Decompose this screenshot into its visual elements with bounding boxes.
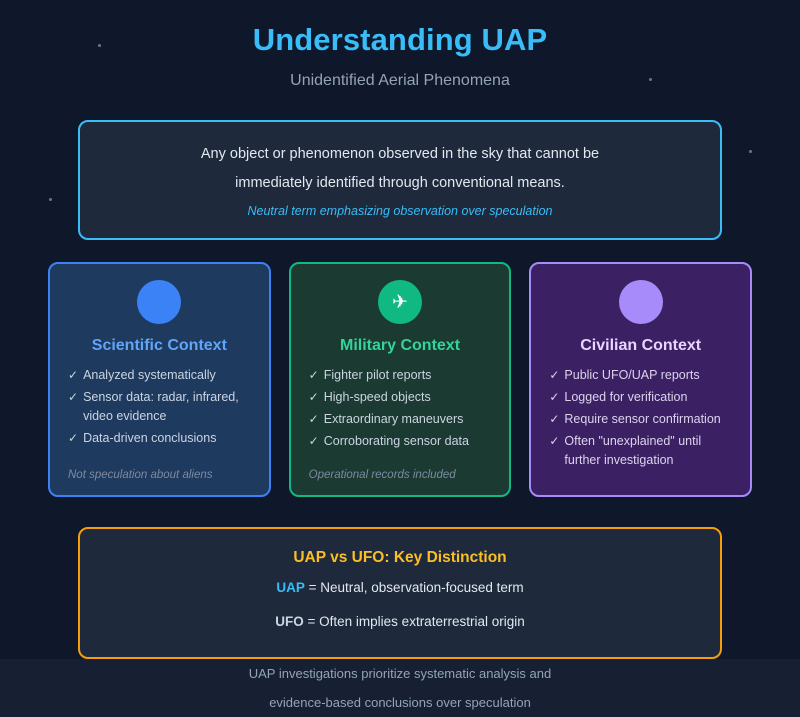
list-item: ✓ Require sensor confirmation <box>549 410 736 429</box>
check-icon: ✓ <box>308 434 319 448</box>
definition-panel: Any object or phenomenon observed in the… <box>78 120 722 240</box>
distinction-row-ufo: UFO = Often implies extraterrestrial ori… <box>100 607 700 637</box>
card-military-context[interactable]: ✈ Military Context ✓ Fighter pilot report… <box>288 262 512 497</box>
definition-note: Neutral term emphasizing observation ove… <box>247 204 553 218</box>
list-item: ✓ Extraordinary maneuvers <box>309 410 496 429</box>
check-icon: ✓ <box>549 434 560 448</box>
list-item-label: Data-driven conclusions <box>83 431 217 445</box>
distinction-title: UAP vs UFO: Key Distinction <box>293 549 507 566</box>
term-ufo: UFO <box>275 614 304 629</box>
term-ufo-definition: = Often implies extraterrestrial origin <box>307 614 525 629</box>
context-card-row: Scientific Context ✓ Analyzed systematica… <box>48 262 753 497</box>
check-icon: ✓ <box>308 368 319 382</box>
card-title-scientific: Scientific Context <box>91 337 227 354</box>
list-item-label: Sensor data: radar, infrared, video evid… <box>83 390 239 423</box>
check-icon: ✓ <box>68 431 79 445</box>
list-item-label: Often "unexplained" until further invest… <box>564 434 702 467</box>
list-item: ✓ Corroborating sensor data <box>309 432 496 451</box>
page-header: Understanding UAP Unidentified Aerial Ph… <box>0 0 800 92</box>
list-item: ✓ High-speed objects <box>309 388 496 407</box>
list-item: ✓ Often "unexplained" until further inves… <box>549 432 736 470</box>
card-list-scientific: ✓ Analyzed systematically ✓ Sensor data: r… <box>64 366 255 451</box>
distinction-row-uap: UAP = Neutral, observation-focused term <box>100 573 700 603</box>
list-item-label: Fighter pilot reports <box>323 368 432 382</box>
definition-line-2: immediately identified through conventio… <box>235 175 565 191</box>
check-icon: ✓ <box>68 390 79 404</box>
term-uap: UAP <box>276 580 305 595</box>
check-icon: ✓ <box>549 368 560 382</box>
list-item: ✓ Public UFO/UAP reports <box>549 366 736 385</box>
airplane-icon: ✈ <box>378 280 422 324</box>
check-icon: ✓ <box>308 390 319 404</box>
list-item-label: Analyzed systematically <box>83 368 216 382</box>
card-list-military: ✓ Fighter pilot reports ✓ High-speed objec… <box>305 366 496 454</box>
page-footer: UAP investigations prioritize systematic… <box>0 659 800 717</box>
card-scientific-context[interactable]: Scientific Context ✓ Analyzed systematica… <box>48 262 271 497</box>
circle-icon <box>618 280 663 324</box>
list-item: ✓ Fighter pilot reports <box>309 366 496 385</box>
list-item-label: Logged for verification <box>564 390 688 404</box>
term-uap-definition: = Neutral, observation-focused term <box>308 580 524 595</box>
card-note-civilian <box>545 473 736 483</box>
distinction-panel: UAP vs UFO: Key Distinction UAP = Neutra… <box>78 527 722 659</box>
check-icon: ✓ <box>549 412 560 426</box>
circle-icon <box>137 280 182 324</box>
list-item-label: Require sensor confirmation <box>564 412 721 426</box>
page-subtitle: Unidentified Aerial Phenomena <box>290 72 510 89</box>
footer-line-2: evidence-based conclusions over speculat… <box>269 695 531 710</box>
list-item: ✓ Logged for verification <box>549 388 736 407</box>
check-icon: ✓ <box>549 390 560 404</box>
list-item-label: Extraordinary maneuvers <box>323 412 464 426</box>
card-note-military: Operational records included <box>308 469 456 481</box>
list-item-label: Public UFO/UAP reports <box>564 368 700 382</box>
check-icon: ✓ <box>308 412 319 426</box>
list-item: ✓ Analyzed systematically <box>68 366 255 385</box>
card-list-civilian: ✓ Public UFO/UAP reports ✓ Logged for veri… <box>545 366 736 473</box>
list-item: ✓ Sensor data: radar, infrared, video evi… <box>68 388 255 426</box>
definition-line-1: Any object or phenomenon observed in the… <box>200 146 600 162</box>
list-item: ✓ Data-driven conclusions <box>68 429 255 448</box>
list-item-label: Corroborating sensor data <box>323 434 469 448</box>
page-title: Understanding UAP <box>252 22 548 57</box>
check-icon: ✓ <box>68 368 79 382</box>
card-civilian-context[interactable]: Civilian Context ✓ Public UFO/UAP reports… <box>529 262 753 497</box>
card-title-military: Military Context <box>340 337 461 354</box>
card-note-scientific: Not speculation about aliens <box>68 469 213 481</box>
list-item-label: High-speed objects <box>323 390 431 404</box>
card-title-civilian: Civilian Context <box>580 337 702 354</box>
footer-line-1: UAP investigations prioritize systematic… <box>248 666 552 681</box>
